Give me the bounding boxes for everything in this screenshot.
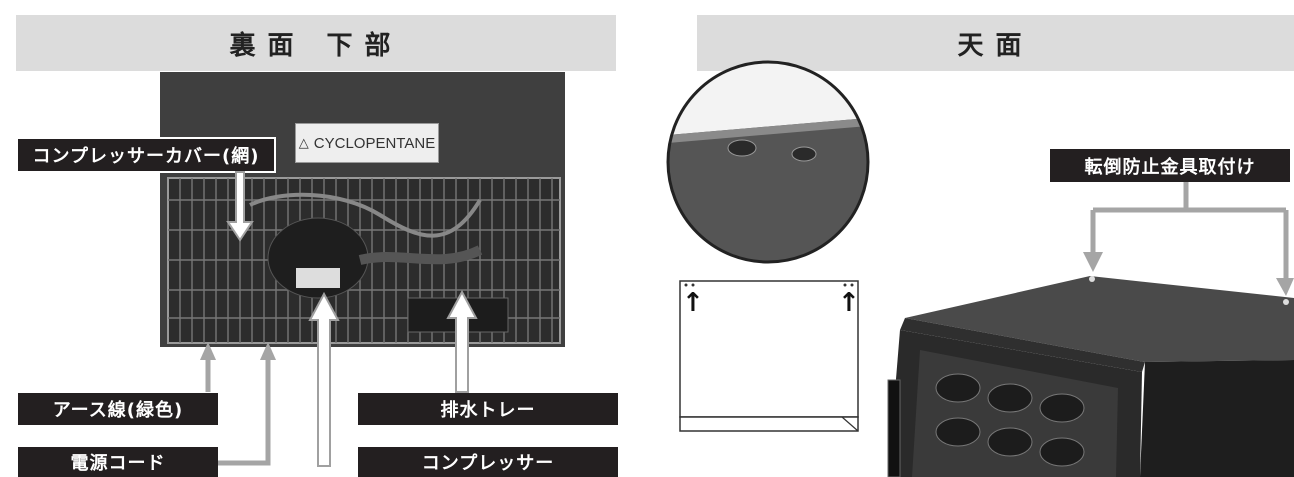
- back-bottom-header: 裏面 下部: [16, 15, 616, 71]
- warning-triangle-icon: △: [298, 135, 309, 150]
- label-compressor-cover: コンプレッサーカバー(網): [16, 137, 276, 173]
- arrow-up-icon: ↑: [838, 288, 860, 318]
- top-header: 天面: [697, 15, 1294, 71]
- cyclopentane-sticker: △ CYCLOPENTANE: [295, 123, 439, 163]
- label-power-cord: 電源コード: [18, 447, 218, 477]
- label-compressor: コンプレッサー: [358, 447, 618, 477]
- label-tip-prevention-bracket: 転倒防止金具取付け: [1050, 149, 1290, 182]
- sticker-text: CYCLOPENTANE: [313, 134, 436, 152]
- arrow-up-icon: ↑: [682, 288, 704, 318]
- label-drain-tray: 排水トレー: [358, 393, 618, 425]
- label-earth-wire: アース線(緑色): [18, 393, 218, 425]
